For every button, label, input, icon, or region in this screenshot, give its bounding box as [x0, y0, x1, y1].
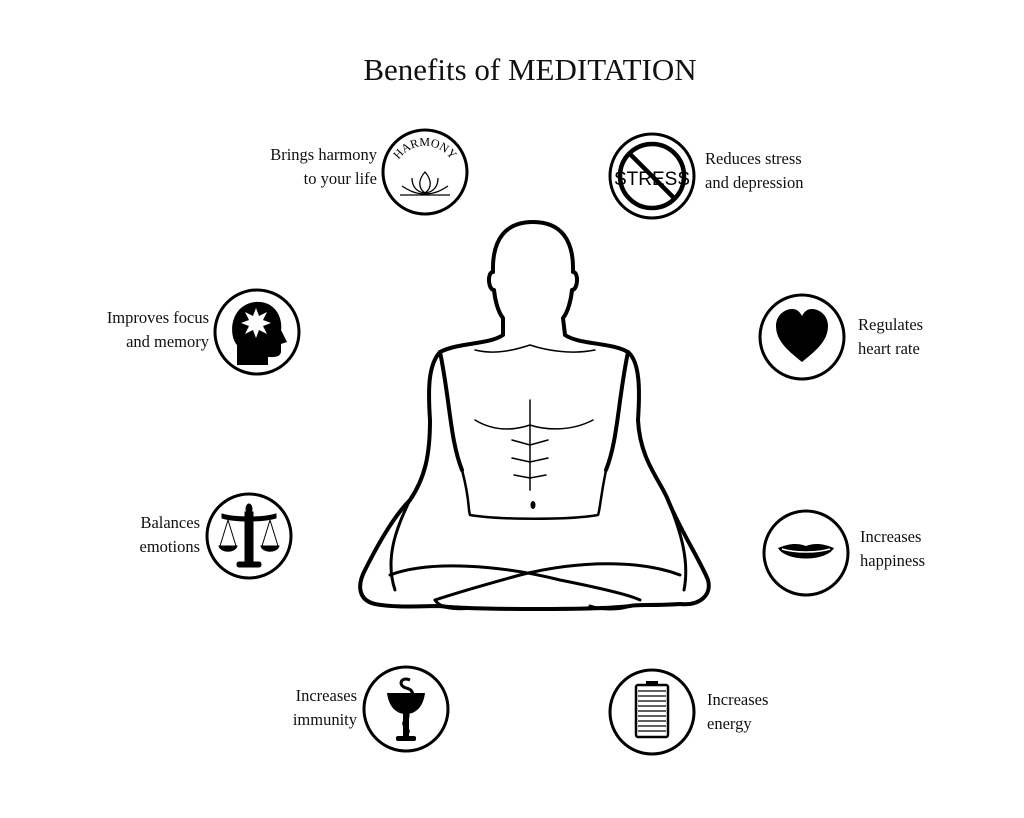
scales-icon	[205, 492, 293, 580]
label-emotions: Balances emotions	[140, 511, 201, 559]
label-happiness: Increases happiness	[860, 525, 925, 573]
label-line: and depression	[705, 173, 804, 192]
heart-icon	[758, 293, 846, 381]
label-line: Improves focus	[106, 308, 209, 327]
stress-icon-text: STRESS	[614, 169, 690, 190]
label-line: Reduces stress	[705, 149, 802, 168]
lotus-icon: HARMONY	[381, 128, 469, 216]
label-line: Increases	[860, 527, 922, 546]
label-line: happiness	[860, 551, 926, 570]
label-line: Brings harmony	[270, 145, 377, 164]
page-title: Benefits of MEDITATION	[363, 52, 697, 87]
label-line: immunity	[292, 710, 357, 729]
label-stress: Reduces stress and depression	[705, 147, 804, 195]
label-line: energy	[707, 714, 752, 733]
label-line: Increases	[707, 690, 769, 709]
label-line: emotions	[139, 537, 201, 556]
label-line: to your life	[303, 169, 377, 188]
label-line: Balances	[140, 513, 200, 532]
label-immunity: Increases immunity	[293, 684, 357, 732]
label-line: heart rate	[858, 339, 920, 358]
label-harmony: Brings harmony to your life	[270, 143, 377, 191]
no-stress-icon: STRESS	[608, 132, 696, 220]
label-heart: Regulates heart rate	[858, 313, 923, 361]
label-line: Regulates	[858, 315, 924, 334]
head-icon	[213, 288, 301, 376]
lips-icon	[762, 509, 850, 597]
label-energy: Increases energy	[707, 688, 768, 736]
meditating-figure	[358, 220, 711, 611]
bowl-of-hygieia-icon	[362, 665, 450, 753]
label-line: and memory	[126, 332, 209, 351]
battery-icon	[608, 668, 696, 756]
label-line: Increases	[295, 686, 357, 705]
label-focus: Improves focus and memory	[107, 306, 209, 354]
